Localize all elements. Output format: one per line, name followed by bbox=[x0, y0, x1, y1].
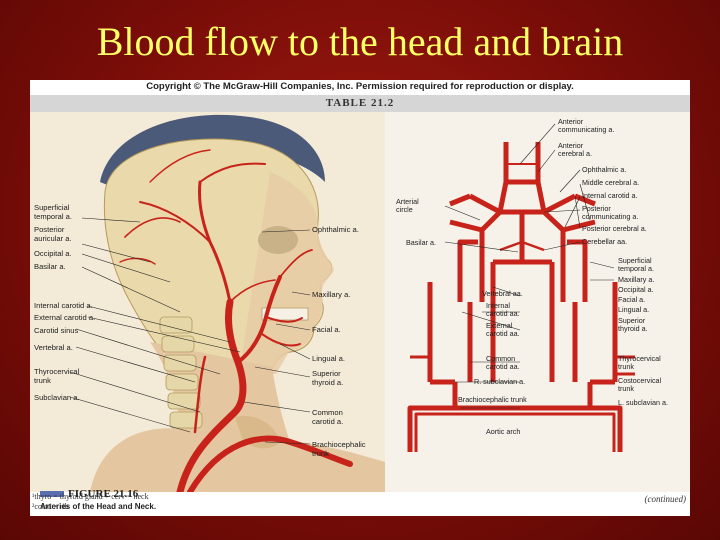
figure-panel: Copyright © The McGraw-Hill Companies, I… bbox=[30, 80, 690, 516]
label-posterior-auricular-1: Posterior bbox=[34, 225, 65, 234]
label-thyrocervical-right-2: trunk bbox=[618, 362, 634, 371]
artery-diagram: Superficial temporal a. Posterior auricu… bbox=[30, 112, 690, 492]
label-facial-right: Facial a. bbox=[618, 295, 645, 304]
label-lingual-right: Lingual a. bbox=[618, 305, 649, 314]
continued-note: (continued) bbox=[644, 494, 686, 504]
label-internal-carotid-aa-2: carotid aa. bbox=[486, 309, 520, 318]
label-aortic-arch: Aortic arch bbox=[486, 427, 520, 436]
label-thyrocervical-1: Thyrocervical bbox=[34, 367, 79, 376]
label-common-carotid-aa-1: Common bbox=[486, 354, 515, 363]
label-facial-mid: Facial a. bbox=[312, 325, 341, 334]
label-subclavian: Subclavian a. bbox=[34, 393, 80, 402]
label-posterior-auricular-2: auricular a. bbox=[34, 234, 72, 243]
label-brachiocephalic-1: Brachiocephalic bbox=[312, 440, 366, 449]
footnote-2: ²costo = rib bbox=[32, 502, 69, 511]
footnote-1: ¹thyro = thyroid gland + cerv = neck bbox=[32, 492, 149, 501]
label-maxillary-mid: Maxillary a. bbox=[312, 290, 350, 299]
label-superficial-temporal-2: temporal a. bbox=[34, 212, 72, 221]
label-thyrocervical-2: trunk bbox=[34, 376, 51, 385]
label-superior-thyroid-right-2: thyroid a. bbox=[618, 324, 648, 333]
label-costocervical-2: trunk bbox=[618, 384, 634, 393]
label-costocervical-1: Costocervical bbox=[618, 376, 662, 385]
footnotes: ¹thyro = thyroid gland + cerv = neck ²co… bbox=[32, 492, 149, 512]
label-superior-thyroid-2: thyroid a. bbox=[312, 378, 343, 387]
label-superior-thyroid-1: Superior bbox=[312, 369, 341, 378]
label-posterior-communicating-1: Posterior bbox=[582, 204, 611, 213]
label-maxillary-right: Maxillary a. bbox=[618, 275, 654, 284]
label-arterial-circle-2: circle bbox=[396, 205, 413, 214]
label-left-subclavian: L. subclavian a. bbox=[618, 398, 668, 407]
illustration-area: Superficial temporal a. Posterior auricu… bbox=[30, 112, 690, 511]
label-thyrocervical-right-1: Thyrocervical bbox=[618, 354, 661, 363]
label-vertebral: Vertebral a. bbox=[34, 343, 73, 352]
label-arterial-circle-1: Arterial bbox=[396, 197, 419, 206]
copyright-notice: Copyright © The McGraw-Hill Companies, I… bbox=[146, 81, 574, 92]
label-ophthalmic-mid: Ophthalmic a. bbox=[312, 225, 359, 234]
label-brachiocephalic-2: trunk bbox=[312, 449, 329, 458]
label-internal-carotid: Internal carotid a. bbox=[34, 301, 93, 310]
label-superior-thyroid-right-1: Superior bbox=[618, 316, 646, 325]
label-occipital: Occipital a. bbox=[34, 249, 72, 258]
label-basilar-right: Basilar a. bbox=[406, 238, 436, 247]
figure-number: FIGURE 21.16 bbox=[68, 488, 139, 500]
label-lingual-mid: Lingual a. bbox=[312, 354, 345, 363]
figure-caption: FIGURE 21.16 Arteries of the Head and Ne… bbox=[36, 488, 196, 518]
label-occipital-right: Occipital a. bbox=[618, 285, 654, 294]
label-cerebellar: Cerebellar aa. bbox=[582, 237, 627, 246]
label-carotid-sinus: Carotid sinus bbox=[34, 326, 79, 335]
label-superficial-temporal-right-1: Superficial bbox=[618, 256, 652, 265]
slide-title: Blood flow to the head and brain bbox=[96, 19, 624, 64]
head-arteries bbox=[119, 149, 353, 492]
schematic-arteries bbox=[407, 142, 635, 452]
label-common-carotid-aa-2: carotid aa. bbox=[486, 362, 520, 371]
label-anterior-communicating-2: communicating a. bbox=[558, 125, 614, 134]
label-internal-carotid-aa-1: Internal bbox=[486, 301, 510, 310]
label-internal-carotid-right: Internal carotid a. bbox=[582, 191, 638, 200]
label-brachiocephalic-trunk: Brachiocephalic trunk bbox=[458, 395, 527, 404]
label-posterior-cerebral: Posterior cerebral a. bbox=[582, 224, 647, 233]
label-external-carotid-aa-2: carotid aa. bbox=[486, 329, 520, 338]
label-common-carotid-1: Common bbox=[312, 408, 343, 417]
figure-description: Arteries of the Head and Neck. bbox=[40, 502, 157, 511]
label-anterior-communicating-1: Anterior bbox=[558, 117, 584, 126]
label-vertebral-aa: Vertebral aa. bbox=[482, 289, 523, 298]
label-common-carotid-2: carotid a. bbox=[312, 417, 343, 426]
label-anterior-cerebral-2: cerebral a. bbox=[558, 149, 592, 158]
label-r-subclavian: R. subclavian a. bbox=[474, 377, 525, 386]
label-basilar-left: Basilar a. bbox=[34, 262, 66, 271]
table-heading: TABLE 21.2 bbox=[30, 95, 690, 112]
label-superficial-temporal-right-2: temporal a. bbox=[618, 264, 654, 273]
figure-marker bbox=[40, 491, 64, 497]
label-anterior-cerebral-1: Anterior bbox=[558, 141, 584, 150]
label-external-carotid-aa-1: External bbox=[486, 321, 513, 330]
label-ophthalmic-right: Ophthalmic a. bbox=[582, 165, 626, 174]
label-external-carotid: External carotid a. bbox=[34, 313, 95, 322]
label-posterior-communicating-2: communicating a. bbox=[582, 212, 638, 221]
label-middle-cerebral: Middle cerebral a. bbox=[582, 178, 639, 187]
label-superficial-temporal-1: Superficial bbox=[34, 203, 70, 212]
